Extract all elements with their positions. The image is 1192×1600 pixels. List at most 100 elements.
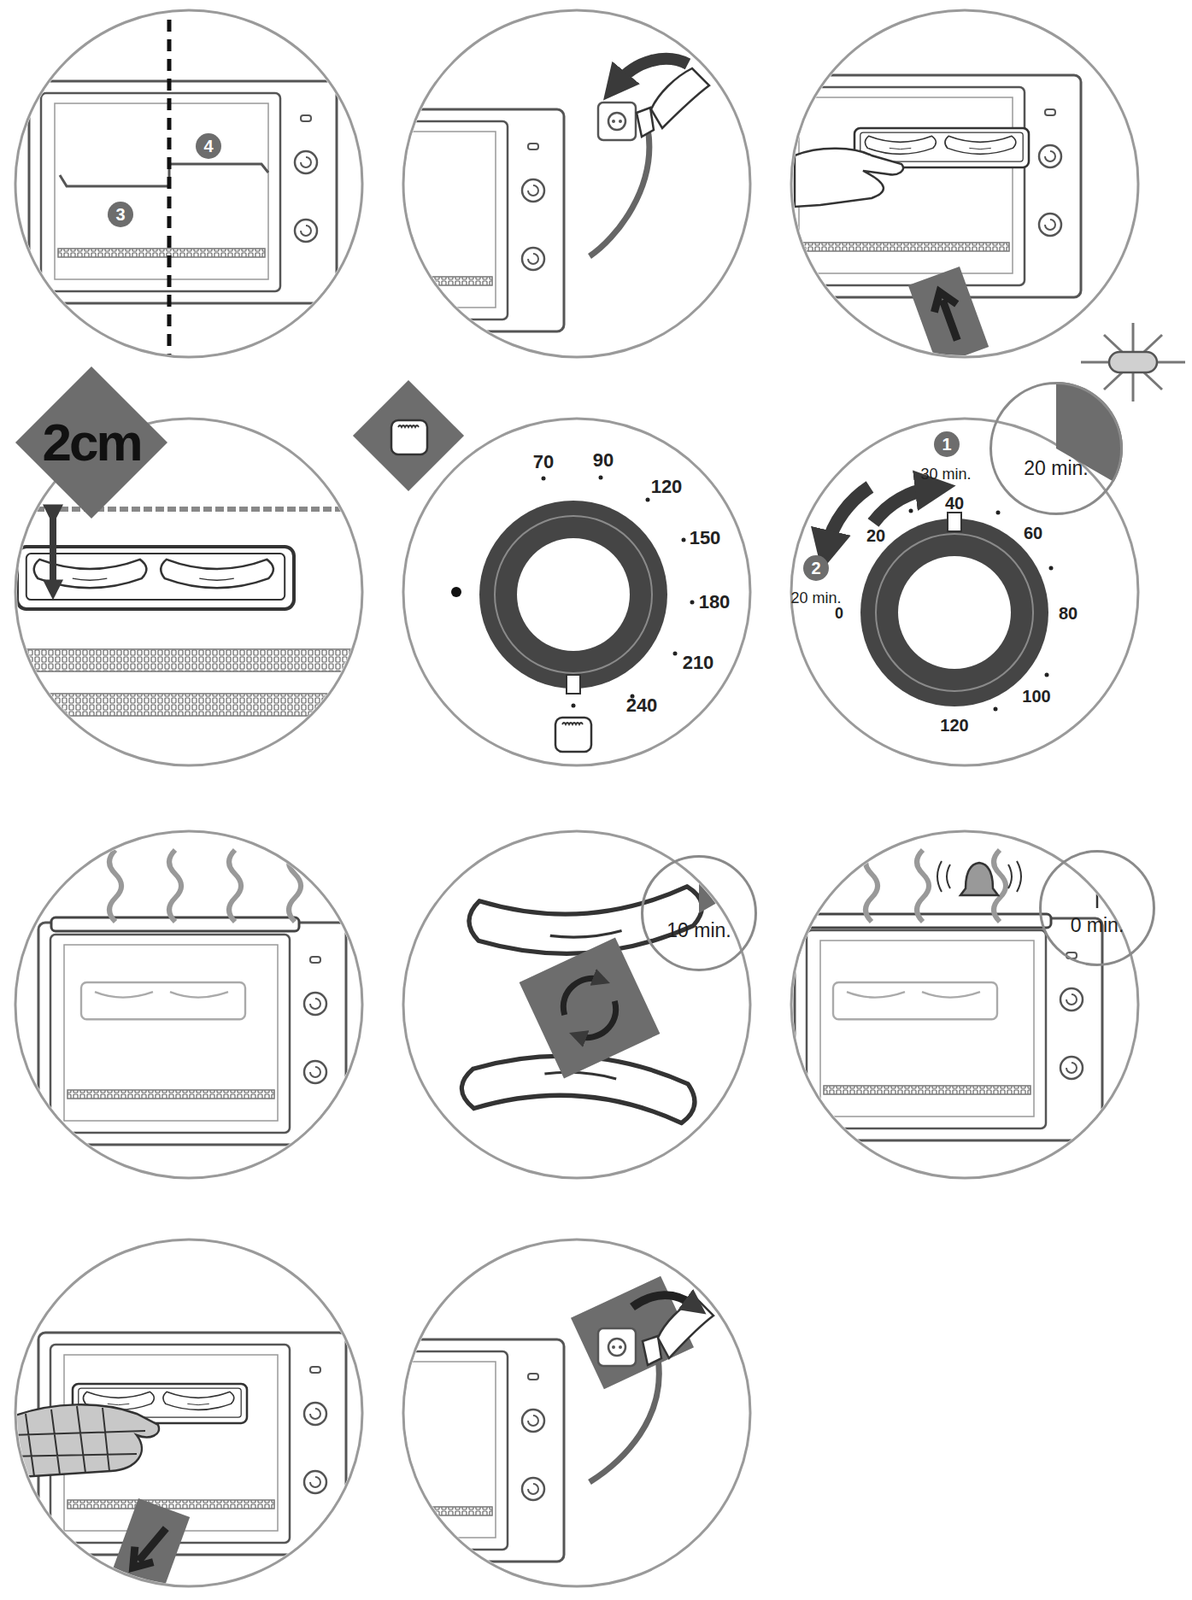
- spacing-panel: [0, 509, 376, 717]
- diamond-fill: [15, 366, 168, 519]
- temperature-dial-panel: [352, 380, 695, 752]
- rack-positions-panel-part: [169, 164, 269, 187]
- insert-tray-panel: [773, 75, 1081, 366]
- remove-panel: [8, 1332, 347, 1598]
- dimension-text: 2cm: [41, 416, 141, 470]
- callout-text: 3: [115, 205, 125, 224]
- temperature-dial-panel-part-part: [598, 475, 604, 481]
- unplug-panel-part: [256, 1339, 564, 1562]
- temperature-dial-panel-part-part: [645, 498, 651, 503]
- plug-in-panel-part: [618, 119, 623, 124]
- turn-panel-part-part: [519, 938, 661, 1080]
- callout-number: 2: [803, 555, 829, 582]
- timer-dial-panel-part: [875, 534, 1034, 692]
- timer-dial-panel-part: [1080, 322, 1186, 402]
- unplug-panel-part: [268, 1351, 406, 1480]
- plug-in-panel-part: [651, 68, 710, 129]
- cooking-panel-part: [288, 850, 301, 922]
- rack-positions-panel-part: [59, 175, 170, 187]
- unplug-panel-part: [657, 1298, 714, 1359]
- done-panel-part: [865, 850, 878, 922]
- timer-dial-panel-part: [947, 512, 962, 532]
- panel-circles: [15, 10, 1139, 1587]
- panel-circles-part: [15, 10, 363, 358]
- done-panel-part: [960, 863, 999, 896]
- dial-number: 150: [689, 528, 722, 548]
- cooking-panel-part: [81, 982, 246, 1020]
- insert-tray-panel-part-part: [908, 266, 989, 366]
- turn-panel-part-part: [571, 1001, 625, 1044]
- time-label: 20 min.: [790, 590, 841, 606]
- unplug-panel-part: [632, 1295, 694, 1308]
- time-text: 10 min.: [666, 921, 731, 941]
- insert-tray-panel-part: [794, 148, 904, 207]
- rack-positions-panel-part: [29, 81, 337, 304]
- panel-circles-part: [403, 418, 751, 766]
- dial-number: 70: [533, 452, 554, 472]
- dial-number: 180: [698, 593, 731, 612]
- time-text: 20 min.: [1023, 458, 1088, 479]
- temperature-dial-panel-part: [571, 704, 576, 709]
- callout-text: 4: [203, 137, 213, 155]
- temperature-dial-panel-part-part: [541, 476, 547, 482]
- panel-circles-part: [791, 831, 1139, 1179]
- remove-panel-part: [8, 1404, 159, 1479]
- timer-clock: 20 min.: [989, 381, 1123, 516]
- dial-number: 120: [651, 477, 683, 497]
- dial-number: 80: [1058, 604, 1078, 623]
- plug-in-panel-part: [616, 58, 688, 84]
- timer-dial-panel-part: [1109, 352, 1157, 373]
- plug-in-panel: [256, 58, 710, 332]
- temperature-dial-panel-part: [479, 500, 668, 689]
- insert-tray-panel-part: [908, 266, 989, 366]
- done-panel-part: [803, 914, 1052, 928]
- timer-dial-panel-part-part: [1045, 673, 1050, 678]
- cooking-panel: [38, 850, 347, 1146]
- temperature-dial-panel-part: [451, 587, 462, 598]
- temperature-dial-panel-part: [566, 675, 581, 694]
- timer-dial-panel-part-part: [996, 510, 1001, 516]
- timer-dial-panel-part: [827, 487, 870, 547]
- unplug-panel-part: [611, 1345, 616, 1350]
- callout-number: 1: [933, 431, 960, 458]
- unplug-panel-part: [608, 1338, 626, 1357]
- panel-circles-part: [791, 418, 1139, 766]
- temperature-dial-panel-part-part: [690, 600, 695, 605]
- cooking-panel-part: [229, 850, 241, 922]
- time-text: 0 min.: [1070, 916, 1125, 936]
- callout-text: 2: [810, 559, 821, 577]
- remove-panel-part-part: [123, 1520, 176, 1576]
- dimension-tag: 2cm: [15, 366, 168, 519]
- unplug-panel-part: [598, 1328, 636, 1367]
- panel-circles-part: [403, 831, 751, 1179]
- callout-number: 3: [107, 201, 134, 228]
- callout-text: 1: [941, 435, 952, 453]
- dial-number: 120: [939, 716, 969, 734]
- dial-number: 240: [626, 696, 658, 716]
- spacing-panel-part: [0, 693, 376, 717]
- unplug-panel-part: [589, 1358, 659, 1483]
- timer-dial-panel-part: [860, 518, 1049, 707]
- unplug-panel-part: [618, 1345, 623, 1350]
- spacing-panel-part: [0, 649, 376, 672]
- time-label: 30 min.: [920, 466, 971, 482]
- done-panel-part: [937, 861, 1022, 893]
- done-panel-part: [916, 850, 929, 922]
- unplug-panel: [256, 1276, 714, 1562]
- remove-panel-part-part: [109, 1498, 190, 1598]
- timer-dial-panel-part-part: [1049, 566, 1054, 571]
- timer-clock: 0 min.: [1039, 850, 1156, 967]
- plug-in-panel-part: [636, 107, 654, 137]
- timer-dial-panel-part: [898, 556, 1011, 670]
- callout-number: 4: [195, 133, 222, 159]
- timer-dial-panel-part-part: [993, 707, 999, 712]
- done-panel-part: [993, 850, 1006, 922]
- dial-number: 20: [866, 527, 886, 545]
- panel-circles-part: [15, 831, 363, 1179]
- dial-number: 60: [1023, 524, 1043, 542]
- insert-tray-panel-part-part: [928, 287, 969, 345]
- temperature-dial-panel-part-part: [673, 651, 678, 657]
- temperature-dial-panel-part: [541, 475, 695, 699]
